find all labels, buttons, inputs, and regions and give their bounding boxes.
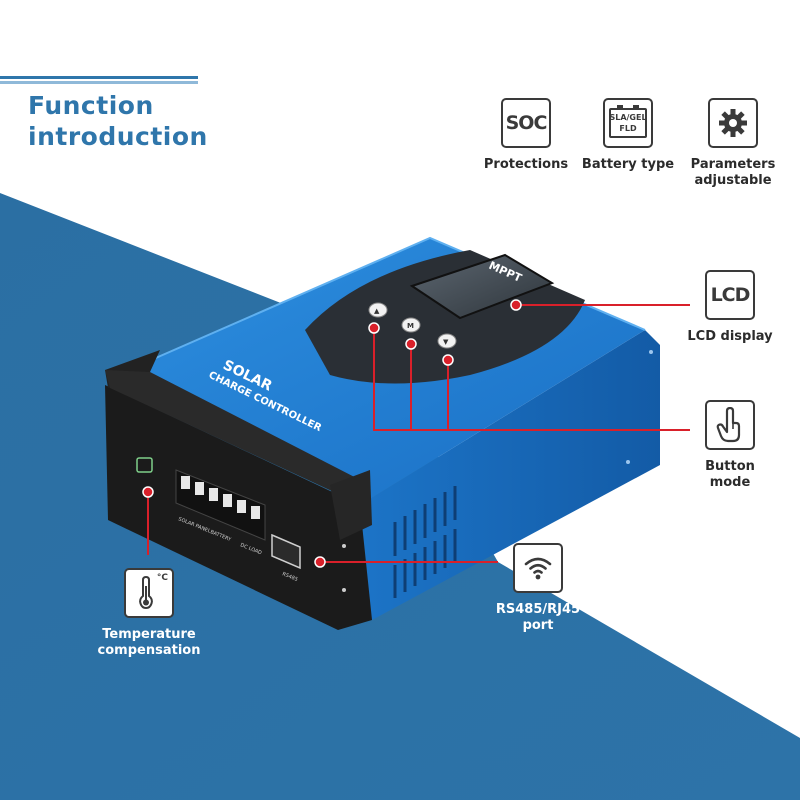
wifi-icon <box>513 543 563 593</box>
gear-icon <box>708 98 758 148</box>
title-line-2: introduction <box>28 122 208 151</box>
celsius-symbol: °C <box>156 573 168 583</box>
feature-rs485: RS485/RJ45 port <box>493 543 583 634</box>
thermometer-icon: °C <box>124 568 174 618</box>
pointer-dot-down <box>442 354 454 366</box>
feature-protections: SOC Protections <box>483 98 569 173</box>
rs485-label: RS485/RJ45 port <box>495 602 581 633</box>
title-line-1: Function <box>28 91 154 120</box>
protections-label: Protections <box>483 157 569 172</box>
svg-text:M: M <box>407 322 414 330</box>
pointer-dot-lcd <box>510 299 522 311</box>
up-button <box>368 302 388 318</box>
title-accent-bar <box>0 76 198 79</box>
pointer-dot-menu <box>405 338 417 350</box>
svg-text:▼: ▼ <box>443 338 449 346</box>
feature-button-mode: Button mode <box>685 400 775 491</box>
side-vents <box>393 486 457 598</box>
pointer-buttons <box>373 328 690 431</box>
lcd-label: LCD display <box>687 329 773 344</box>
pointer-dot-rs485 <box>314 556 326 568</box>
button-mode-label: Button mode <box>705 459 755 490</box>
page-title: Function introduction <box>28 90 208 152</box>
pointer-dot-temperature <box>142 486 154 498</box>
feature-lcd: LCD LCD display <box>685 270 775 345</box>
svg-text:RS485: RS485 <box>281 571 298 583</box>
feature-temperature: °C Temperature compensation <box>85 568 213 659</box>
svg-text:▲: ▲ <box>374 307 380 315</box>
soc-icon: SOC <box>501 98 551 148</box>
title-accent-bar-light <box>0 81 198 84</box>
battery-type-label: Battery type <box>581 157 675 172</box>
feature-battery-type: SLA/GEL FLD Battery type <box>580 98 676 173</box>
rj45-port <box>271 533 301 570</box>
menu-button <box>401 317 421 333</box>
terminal-screws <box>181 476 260 519</box>
pointer-dot-up <box>368 322 380 334</box>
temperature-sensor-port <box>136 457 153 473</box>
feature-parameters: Parameters adjustable <box>688 98 778 189</box>
lcd-screen <box>409 253 555 320</box>
device-end-cap <box>105 370 370 505</box>
lcd-icon: LCD <box>705 270 755 320</box>
temperature-label: Temperature compensation <box>97 627 201 658</box>
parameters-label: Parameters adjustable <box>690 157 776 188</box>
down-button <box>437 333 457 349</box>
battery-icon: SLA/GEL FLD <box>603 98 653 148</box>
finger-press-icon <box>705 400 755 450</box>
device-buttons: ▲ M ▼ <box>368 302 457 349</box>
